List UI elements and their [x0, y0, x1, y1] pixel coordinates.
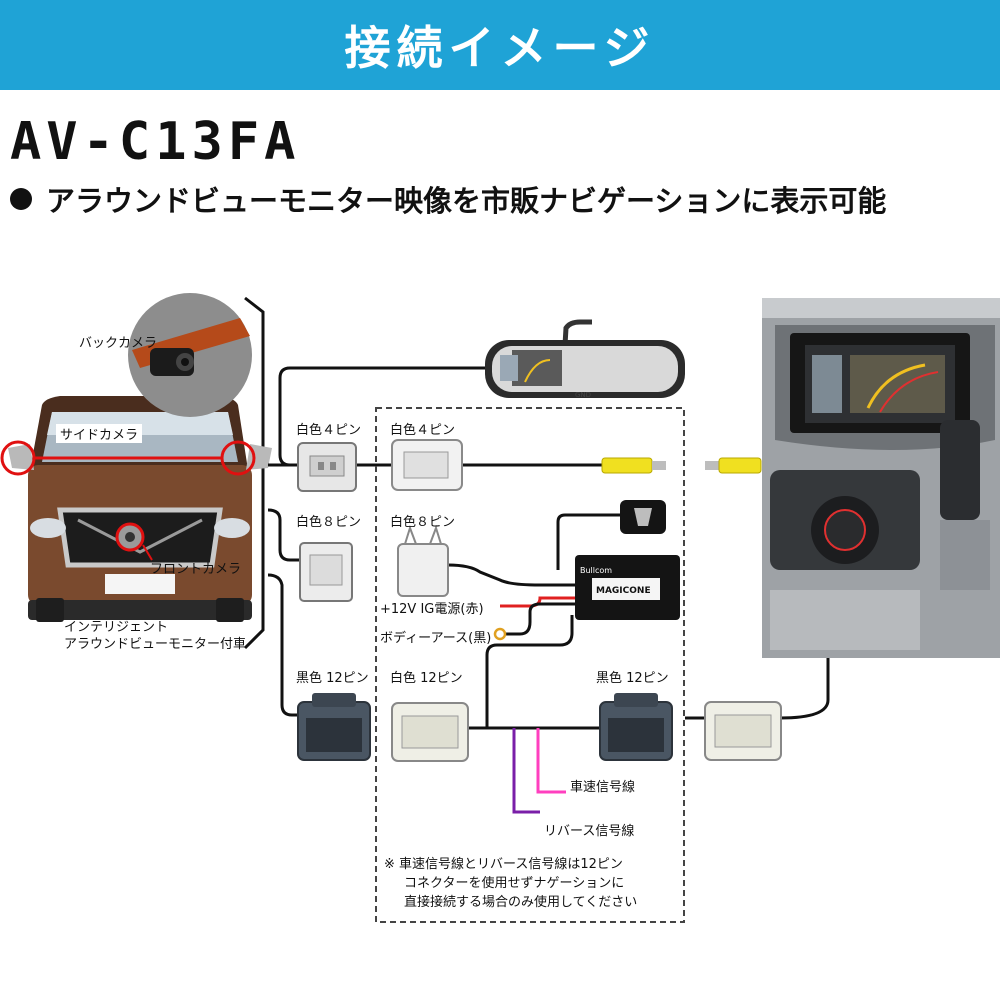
bullet-icon: [10, 188, 32, 210]
adapter-kit-box: [375, 407, 685, 923]
vehicle-label-line1: インテリジェント: [64, 620, 169, 635]
adapter-switch: [620, 500, 666, 534]
white4-right-label: 白色４ピン: [390, 423, 456, 438]
navigation-photo: [762, 298, 1000, 658]
mirror-label: GND: [575, 391, 591, 399]
usage-note: ※ 車速信号線とリバース信号線は12ピン コネクターを使用せずナゲーションに 直…: [384, 855, 637, 912]
description-text: アラウンドビューモニター映像を市販ナビゲーションに表示可能: [46, 184, 887, 218]
note-line1: ※ 車速信号線とリバース信号線は12ピン: [384, 857, 623, 872]
ground-label: ボディーアース(黒): [380, 631, 492, 646]
white4-connector-left: [297, 442, 357, 492]
ground-wire: [493, 602, 578, 641]
magicone-unit: Bullcom MAGICONE: [575, 555, 680, 620]
black12-right-label: 黒色 12ピン: [596, 671, 669, 686]
product-description: アラウンドビューモニター映像を市販ナビゲーションに表示可能: [10, 178, 886, 220]
device-brand: Bullcom: [580, 566, 612, 575]
back-camera-label: バックカメラ: [79, 336, 158, 351]
note-line3: 直接接続する場合のみ使用してください: [404, 895, 638, 910]
black12-connector-left: [297, 693, 371, 761]
side-camera-label: サイドカメラ: [56, 424, 143, 443]
mirror-monitor: GND: [485, 319, 685, 399]
speed-signal-label: 車速信号線: [570, 780, 636, 795]
white12-label: 白色 12ピン: [390, 671, 463, 686]
harness-wires: [267, 366, 830, 730]
rca-plug-left: [601, 457, 666, 474]
device-name: MAGICONE: [596, 586, 651, 596]
black12-left-label: 黒色 12ピン: [296, 671, 369, 686]
page-title: 接続イメージ: [344, 21, 656, 75]
white8-left-label: 白色８ピン: [296, 515, 362, 530]
vehicle-label: インテリジェント アラウンドビューモニター付車: [64, 619, 246, 653]
black12-connector-right: [599, 693, 673, 761]
vehicle-label-line2: アラウンドビューモニター付車: [64, 637, 247, 652]
white12-connector: [391, 702, 469, 762]
white8-connector-left: [299, 542, 353, 602]
white4-left-label: 白色４ピン: [296, 423, 362, 438]
white4-connector-right: [391, 439, 463, 491]
note-line2: コネクターを使用せずナゲーションに: [404, 876, 625, 891]
back-camera-photo: [128, 293, 252, 417]
white12-connector-outside: [704, 701, 782, 761]
model-number: AV-C13FA: [10, 112, 301, 172]
header-banner: 接続イメージ: [0, 0, 1000, 90]
front-camera-label: フロントカメラ: [150, 562, 242, 577]
power-label: +12V IG電源(赤): [380, 602, 484, 617]
reverse-signal-label: リバース信号線: [544, 824, 635, 839]
vehicle-bracket: [243, 296, 265, 650]
signal-wires: [512, 728, 566, 814]
white8-connector-right: [397, 524, 449, 597]
white8-right-label: 白色８ピン: [390, 515, 456, 530]
rca-plug-right: [705, 457, 762, 474]
